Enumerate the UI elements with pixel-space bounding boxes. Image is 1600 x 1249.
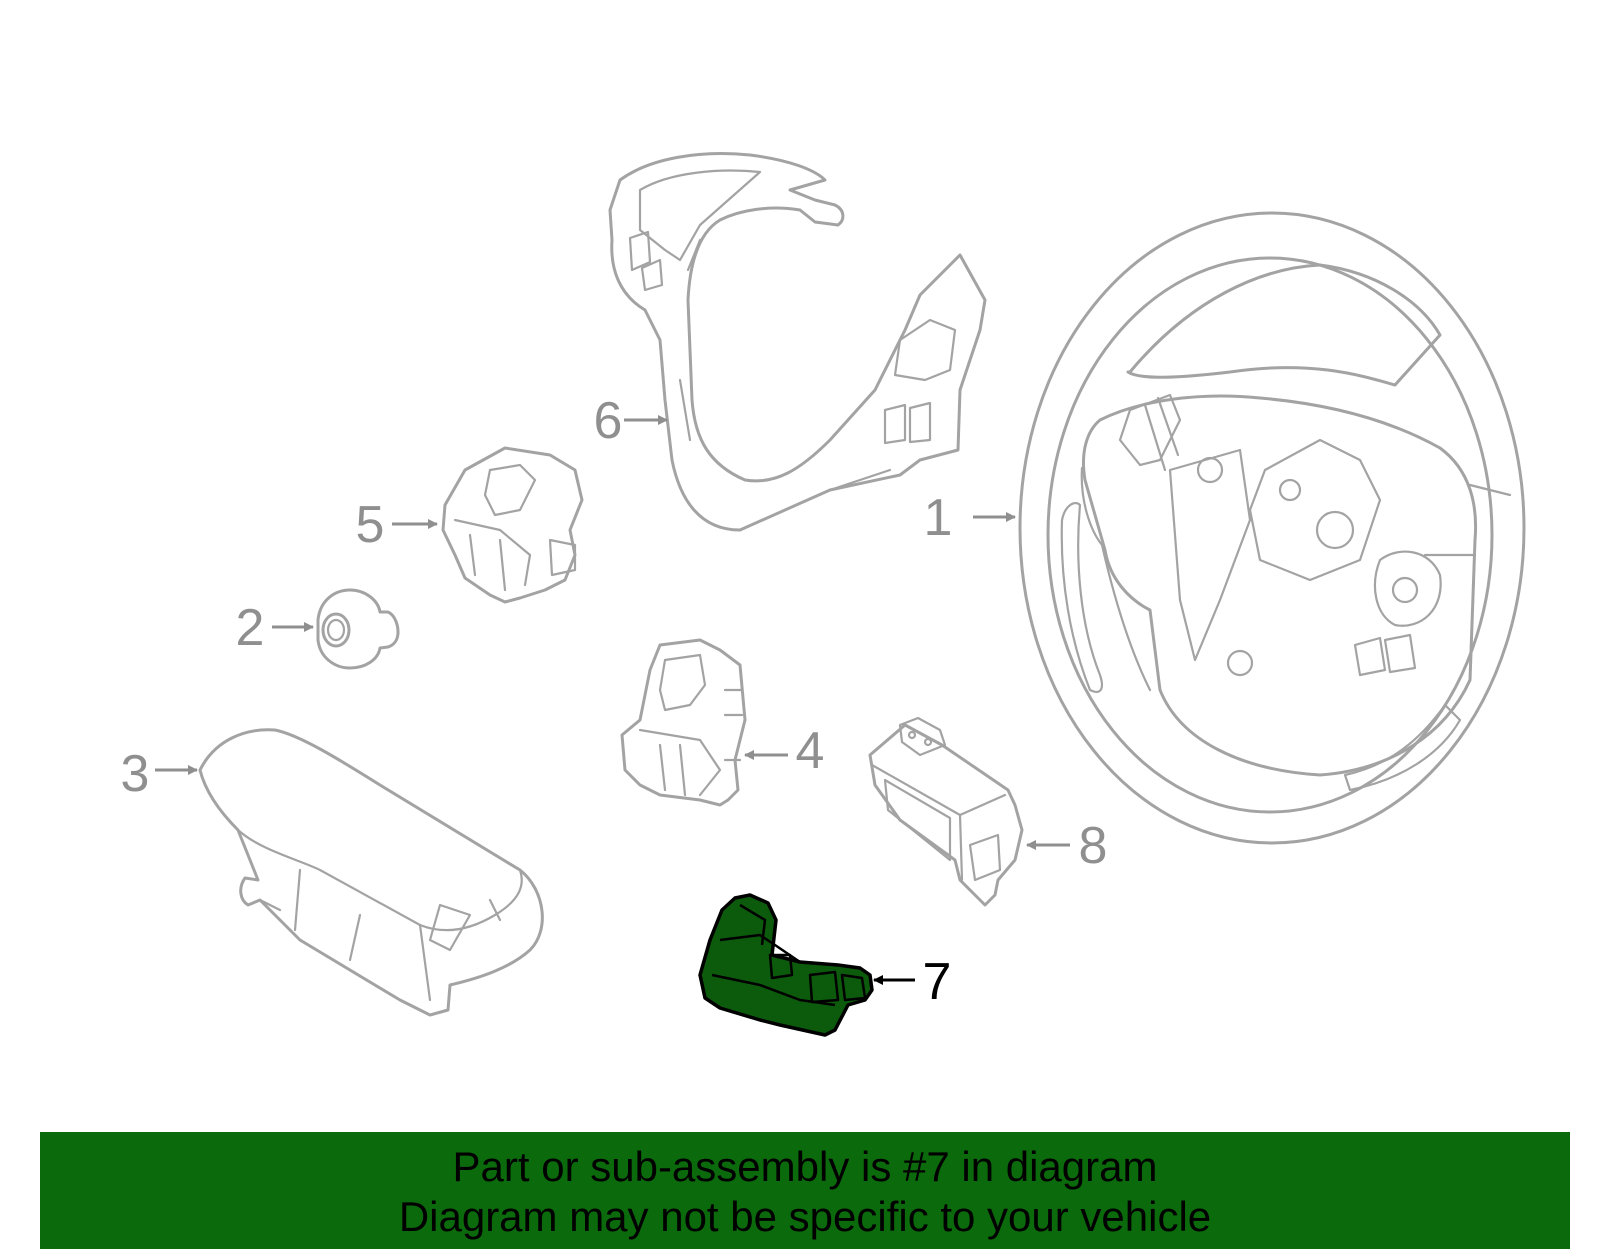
part-2-bolt[interactable] [316, 588, 400, 670]
callout-6: 6 [594, 392, 623, 450]
callout-1: 1 [924, 489, 953, 547]
part-5-switch-assembly[interactable] [441, 446, 584, 604]
callout-2: 2 [236, 599, 265, 657]
callout-3: 3 [121, 745, 150, 803]
part-4-switch-assembly[interactable] [620, 638, 747, 807]
callout-5: 5 [356, 496, 385, 554]
part-1-steering-wheel[interactable] [1018, 211, 1526, 845]
banner-line-1: Part or sub-assembly is #7 in diagram [452, 1143, 1158, 1190]
part-7-switch-assembly[interactable] [698, 893, 874, 1037]
info-banner: Part or sub-assembly is #7 in diagram Di… [40, 1132, 1570, 1249]
callout-7: 7 [923, 953, 952, 1011]
part-8-module[interactable] [868, 716, 1024, 907]
callout-4: 4 [796, 722, 825, 780]
banner-line-2: Diagram may not be specific to your vehi… [398, 1193, 1212, 1240]
callout-8: 8 [1079, 817, 1108, 875]
part-3-airbag-module[interactable] [198, 728, 544, 1017]
part-6-trim-cover[interactable] [608, 152, 987, 532]
